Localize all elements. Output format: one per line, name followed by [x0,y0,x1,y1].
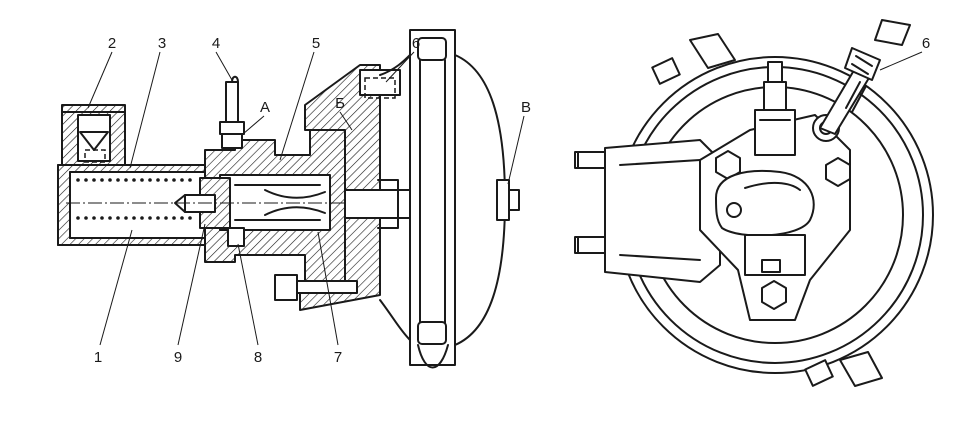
callout-a: А [260,99,270,116]
spring-coil-dot [140,178,144,182]
spring-coil-dot [76,216,80,220]
callout-4: 4 [212,35,220,52]
spring-coil-dot [148,178,152,182]
spring-coil-dot [188,216,192,220]
top-fitting [754,61,796,156]
callout-6-left: 6 [412,35,420,52]
callout-b: Б [335,95,345,112]
spring [76,178,192,220]
lever-arm [715,169,815,237]
callout-9: 9 [174,349,182,366]
spring-coil-dot [164,216,168,220]
spring-coil-dot [140,216,144,220]
callout-7: 7 [334,349,342,366]
chamber-dome [379,54,520,346]
leader-lines [87,51,525,346]
spring-coil-dot [92,216,96,220]
spring-coil-dot [156,178,160,182]
diaphragm-flange [274,64,401,311]
spring-coil-dot [132,178,136,182]
spring-coil-dot [124,178,128,182]
spring-coil-dot [180,216,184,220]
spring-coil-dot [108,178,112,182]
fitting-4 [219,75,245,149]
spring-coil-dot [100,178,104,182]
callout-3: 3 [158,35,166,52]
spring-coil-dot [108,216,112,220]
spring-coil-dot [124,216,128,220]
spring-coil-dot [116,178,120,182]
mounting-block [574,139,721,283]
spring-coil-dot [84,216,88,220]
valve-housing [61,104,126,166]
spring-coil-dot [172,216,176,220]
spring-coil-dot [164,178,168,182]
spring-coil-dot [116,216,120,220]
spring-coil-dot [100,216,104,220]
callout-2: 2 [108,35,116,52]
spring-coil-dot [92,178,96,182]
spring-coil-dot [132,216,136,220]
callout-5: 5 [312,35,320,52]
lower-block [744,234,806,276]
clamp-band [409,29,456,369]
spring-coil-dot [172,178,176,182]
callout-8: 8 [254,349,262,366]
callout-1: 1 [94,349,102,366]
callout-labels: 2 3 4 5 6 А Б В 1 9 8 7 6 [94,35,930,366]
spring-coil-dot [180,178,184,182]
push-rod [344,179,411,229]
spring-coil-dot [148,216,152,220]
end-view [574,19,934,387]
spring-coil-dot [76,178,80,182]
hose-6 [819,19,911,135]
callout-v: В [521,99,531,116]
spring-coil-dot [84,178,88,182]
sectional-view [57,29,525,369]
callout-6-right: 6 [922,35,930,52]
ring-lugs [651,33,883,387]
spring-coil-dot [188,178,192,182]
spring-coil-dot [156,216,160,220]
